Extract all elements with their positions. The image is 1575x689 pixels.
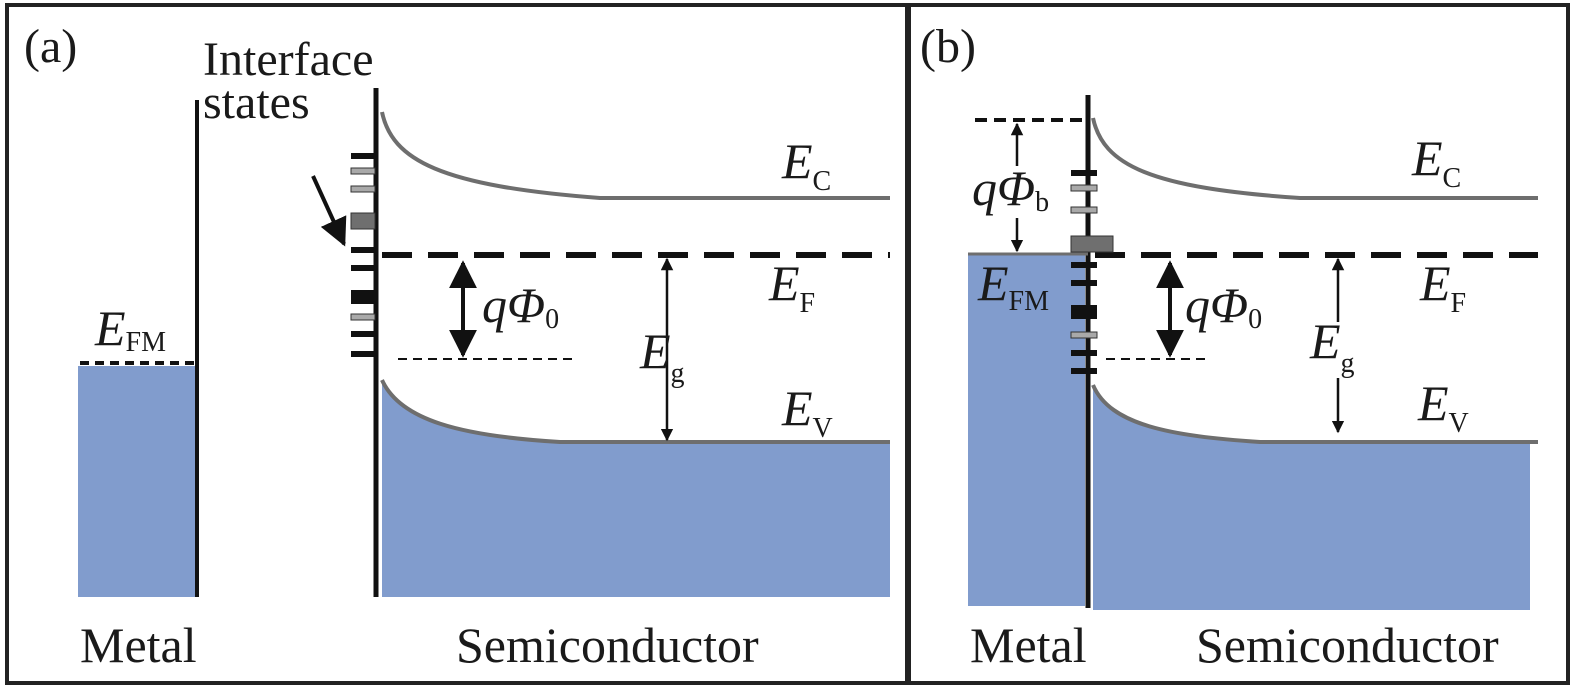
panel-a-ec-curve	[380, 111, 890, 200]
interface-state	[351, 290, 375, 304]
panel-b-qphib-label: qΦb	[972, 160, 1049, 218]
panel-b: (b)	[907, 3, 1570, 685]
panel-a-qphi0-label: qΦ0	[482, 277, 559, 335]
interface-state	[350, 313, 376, 321]
panel-a-tag: (a)	[24, 20, 77, 73]
panel-b-ef-label: EF	[1419, 255, 1466, 319]
panel-a-semiconductor-fill	[382, 380, 890, 597]
panel-b-ec-label: EC	[1411, 130, 1461, 194]
panel-a-metal-label: Metal	[80, 617, 197, 673]
panel-b-ev-label: EV	[1417, 375, 1469, 439]
interface-state	[1070, 331, 1098, 339]
panel-b-tag: (b)	[920, 20, 976, 73]
panel-b-qphib-label-bg	[970, 166, 1070, 218]
panel-a-interface-label-2: states	[203, 76, 310, 129]
panel-a-metal-fill	[78, 366, 195, 597]
panel-b-ec-curve	[1091, 117, 1538, 200]
panel-a-interface-label-1: Interface	[203, 33, 374, 86]
panel-a-ec-label: EC	[781, 133, 831, 197]
interface-state	[350, 212, 376, 230]
panel-b-frame	[907, 3, 1570, 685]
panel-b-interface-states	[1070, 170, 1114, 374]
panel-a-eg-label: Eg	[639, 323, 685, 389]
panel-b-metal-fill	[968, 254, 1085, 606]
interface-state	[1071, 280, 1097, 286]
interface-state	[1071, 350, 1097, 356]
panel-a-ev-curve	[380, 379, 890, 444]
panel-b-semiconductor-label: Semiconductor	[1196, 617, 1499, 673]
panel-a-ef-label: EF	[768, 255, 815, 319]
interface-state	[351, 351, 375, 357]
interface-state	[1070, 235, 1114, 253]
interface-state	[350, 185, 376, 193]
interface-state	[351, 153, 375, 159]
interface-state	[1070, 184, 1098, 192]
panel-b-eg-label: Eg	[1309, 313, 1355, 379]
panel-b-metal-label: Metal	[970, 617, 1087, 673]
interface-state	[350, 167, 376, 175]
panel-b-efm-label: EFM	[977, 255, 1049, 317]
interface-state	[1071, 262, 1097, 268]
panel-a-interface-arrow	[311, 175, 347, 247]
interface-state	[1071, 368, 1097, 374]
panel-a: (a) EFM Interface states	[5, 3, 909, 685]
panel-a-semiconductor-label: Semiconductor	[456, 617, 759, 673]
panel-a-ev-label: EV	[781, 380, 833, 444]
panel-b-semiconductor-fill	[1093, 385, 1530, 610]
panel-b-qphi0-label: qΦ0	[1185, 277, 1262, 335]
interface-state	[351, 265, 375, 271]
interface-state	[351, 331, 375, 337]
interface-state	[351, 247, 375, 253]
panel-a-efm-label: EFM	[94, 300, 166, 358]
interface-state	[1071, 170, 1097, 176]
panel-b-ev-curve	[1091, 384, 1538, 444]
interface-state	[1071, 305, 1097, 319]
interface-state	[1070, 206, 1098, 214]
panel-b-eg-label-bg	[1310, 322, 1372, 378]
panel-a-interface-states	[350, 153, 376, 357]
